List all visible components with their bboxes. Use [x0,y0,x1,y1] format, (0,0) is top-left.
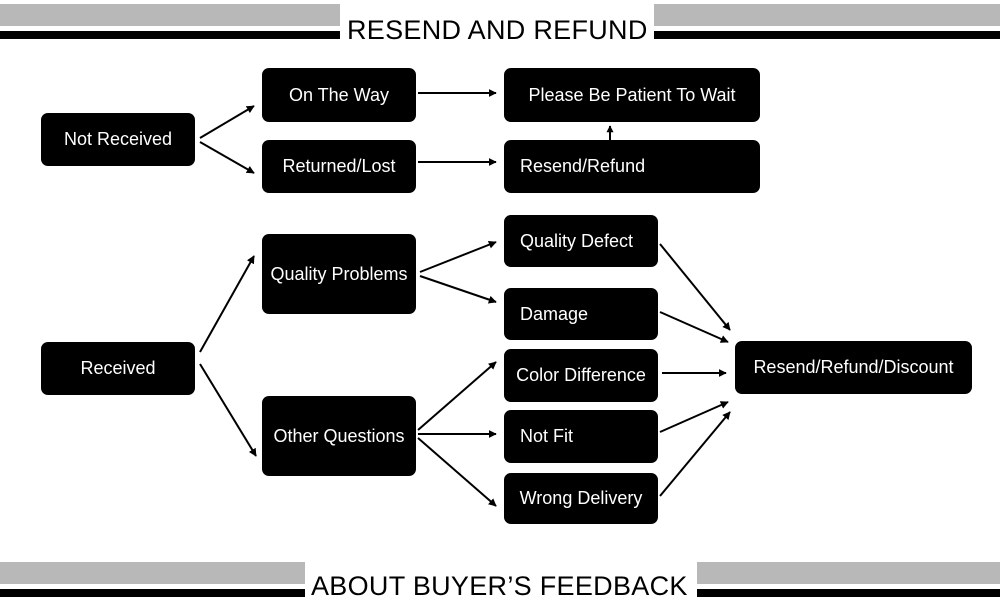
header-stripe-right-gray [654,4,1000,26]
footer-stripe-right-black [697,589,1000,597]
footer-stripe-right-gray [697,562,1000,584]
node-not-fit: Not Fit [504,410,658,463]
arrow-received-quality [199,255,255,353]
arrow-other-wrong [417,437,497,507]
node-damage: Damage [504,288,658,340]
node-received: Received [41,342,195,395]
arrow-notreceived-returned [199,141,255,174]
arrow-notreceived-ontheway [199,105,255,139]
page-title: RESEND AND REFUND [347,15,648,45]
node-quality-defect: Quality Defect [504,215,658,267]
node-returned-lost: Returned/Lost [262,140,416,193]
footer-stripe-left-gray [0,562,305,584]
node-wrong-delivery: Wrong Delivery [504,473,658,524]
arrow-defect-final [659,243,731,331]
arrow-quality-damage [419,275,497,304]
arrow-quality-defect [419,240,497,273]
node-please-be-patient: Please Be Patient To Wait [504,68,760,122]
arrow-damage-final [659,311,729,343]
node-other-questions: Other Questions [262,396,416,476]
header-stripe-left-black [0,31,340,39]
header-stripe-left-gray [0,4,340,26]
arrow-notfit-final [659,401,729,433]
arrow-wrong-final [659,411,731,497]
node-quality-problems: Quality Problems [262,234,416,314]
footer-stripe-left-black [0,589,305,597]
footer-title: ABOUT BUYER’S FEEDBACK [311,571,688,601]
node-color-difference: Color Difference [504,349,658,402]
arrow-received-other [199,363,257,457]
node-on-the-way: On The Way [262,68,416,122]
header-stripe-right-black [654,31,1000,39]
node-resend-refund-discount: Resend/Refund/Discount [735,341,972,394]
node-not-received: Not Received [41,113,195,166]
arrow-other-color [417,361,497,431]
node-resend-refund: Resend/Refund [504,140,760,193]
